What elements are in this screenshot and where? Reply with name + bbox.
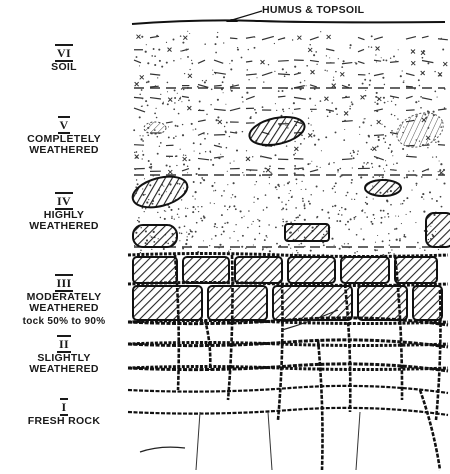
zone-numeral: V	[58, 116, 71, 134]
zone-label-i: I FRESH ROCK	[0, 400, 128, 427]
zone-name-line: FRESH ROCK	[28, 415, 100, 427]
boulder	[365, 180, 401, 196]
ground-surface-line	[132, 20, 445, 24]
zone-name-line: WEATHERED	[29, 302, 99, 314]
zone-numeral: I	[60, 398, 69, 416]
pebble	[392, 107, 448, 153]
zone-numeral: III	[55, 274, 74, 292]
boulder	[133, 225, 177, 247]
zone-label-iii: III MODERATELY WEATHERED tock 50% to 90%	[0, 276, 128, 327]
humus-leader-line	[232, 11, 262, 20]
pebble	[144, 122, 166, 134]
zone-labels: VI SOIL V COMPLETELY WEATHERED IV HIGHLY…	[0, 0, 130, 474]
zone-name-line: WEATHERED	[29, 220, 99, 232]
zone-numeral: II	[57, 335, 71, 353]
zone-label-v: V COMPLETELY WEATHERED	[0, 118, 128, 156]
boulder	[426, 213, 450, 247]
zone-label-ii: II SLIGHTLY WEATHERED	[0, 337, 128, 375]
zone-label-vi: VI SOIL	[0, 46, 128, 73]
boulder	[129, 171, 190, 213]
zone-numeral: VI	[55, 44, 73, 62]
pebble	[247, 112, 307, 149]
soil-dot-texture	[133, 31, 445, 256]
zone-name-line: WEATHERED	[29, 363, 99, 375]
boulder	[285, 224, 329, 241]
zone-note: tock 50% to 90%	[0, 316, 128, 327]
humus-topsoil-label: HUMUS & TOPSOIL	[262, 4, 364, 16]
root-line	[140, 447, 185, 452]
zone-name-line: SOIL	[51, 61, 77, 73]
zone-name-line: WEATHERED	[29, 144, 99, 156]
zone-label-iv: IV HIGHLY WEATHERED	[0, 194, 128, 232]
zone-numeral: IV	[55, 192, 73, 210]
